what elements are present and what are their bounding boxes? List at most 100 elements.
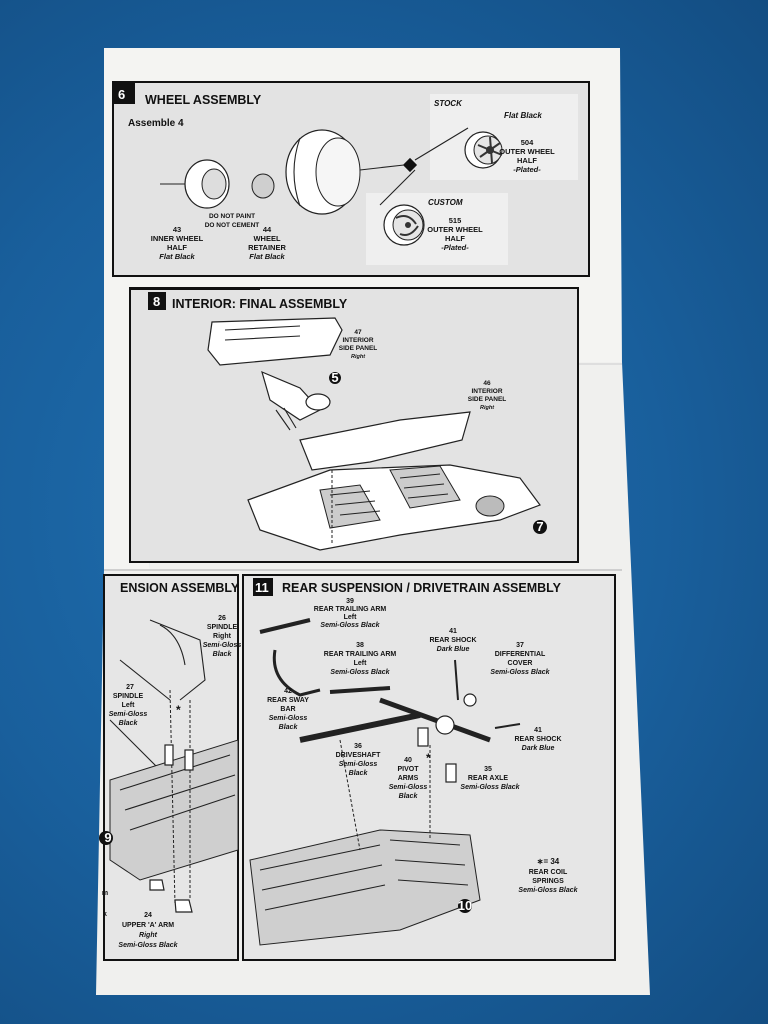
part-38-side: Left [354, 660, 368, 667]
part-40-finish2: Black [399, 793, 419, 800]
part-38-name: REAR TRAILING ARM [324, 651, 397, 658]
part-36-number: 36 [354, 743, 362, 750]
section-number: 6 [118, 87, 125, 102]
part-26-finish2: Black [213, 651, 233, 658]
part-27-finish1: Semi-Gloss [109, 711, 148, 718]
asterisk-marker: * [176, 703, 181, 717]
rear-axle-illustration [379, 697, 491, 743]
side-panel-47 [207, 317, 343, 366]
part-27-name: SPINDLE [113, 693, 144, 700]
chassis-illustration [249, 829, 481, 946]
part-41a-finish: Dark Blue [437, 646, 470, 653]
part-27-side: Left [122, 702, 136, 709]
part-515-half: HALF [445, 234, 465, 243]
retainer-illustration [251, 173, 275, 199]
part-39-name: REAR TRAILING ARM [314, 606, 387, 613]
custom-wheel-illustration [383, 204, 425, 246]
section-number: 11 [255, 580, 269, 595]
stock-wheel-illustration [464, 131, 503, 169]
stock-color: Flat Black [504, 111, 542, 120]
part-26-name: SPINDLE [207, 624, 238, 631]
springs-name: REAR COIL [529, 869, 568, 876]
stock-label: STOCK [434, 99, 463, 108]
asterisk-marker: * [426, 751, 431, 765]
part-39-side: Left [344, 614, 358, 621]
custom-label: CUSTOM [428, 198, 463, 207]
springs-finish: Semi-Gloss Black [518, 887, 578, 894]
part-47-panel: SIDE PANEL [339, 345, 378, 352]
part-47-number: 47 [354, 329, 362, 336]
interior-tub [247, 464, 541, 551]
springs-number: ∗= 34 [537, 857, 560, 866]
part-24-number: 24 [144, 912, 152, 919]
part-35-finish: Semi-Gloss Black [460, 784, 520, 791]
part-41a-name: REAR SHOCK [429, 637, 476, 644]
part-47-side: Right [351, 354, 366, 360]
part-504-number: 504 [521, 138, 534, 147]
part-26-side: Right [213, 633, 232, 640]
tire-illustration [285, 129, 361, 215]
part-515-name: OUTER WHEEL [427, 225, 483, 234]
part-46-panel: SIDE PANEL [468, 396, 507, 403]
part-40-number: 40 [404, 757, 412, 764]
section-6-wheel-assembly: 6 WHEEL ASSEMBLY Assemble 4 STOCK CUSTOM… [112, 81, 590, 277]
inner-wheel-illustration [160, 159, 230, 209]
part-41b-name: REAR SHOCK [514, 736, 561, 743]
section-front-suspension-partial: ENSION ASSEMBLY 9 * 26 SPINDLE Right Sem… [99, 574, 242, 961]
part-36-finish1: Semi-Gloss [339, 761, 378, 768]
driveshaft-illustration [299, 712, 421, 743]
part-26-finish1: Semi-Gloss [203, 642, 242, 649]
part-38-finish: Semi-Gloss Black [330, 669, 390, 676]
part-39-number: 39 [346, 598, 354, 605]
part-40-finish1: Semi-Gloss [389, 784, 428, 791]
part-504-name: OUTER WHEEL [499, 147, 555, 156]
part-37-number: 37 [516, 642, 524, 649]
section-title: INTERIOR: FINAL ASSEMBLY [172, 297, 348, 311]
part-47-name: INTERIOR [342, 337, 373, 344]
part-24-name: UPPER 'A' ARM [122, 922, 174, 929]
part-515-number: 515 [449, 216, 462, 225]
part-41a-number: 41 [449, 628, 457, 635]
ref-9: 9 [104, 830, 111, 845]
note-no-cement: DO NOT CEMENT [205, 222, 260, 229]
section-8-interior-final-assembly: 8 INTERIOR: FINAL ASSEMBLY 5 7 47 INTERI… [129, 287, 579, 563]
note-no-paint: DO NOT PAINT [209, 213, 255, 220]
part-40-arms: ARMS [398, 775, 419, 782]
part-41b-number: 41 [534, 727, 542, 734]
part-42-number: 42 [284, 688, 292, 695]
springs-springs: SPRINGS [532, 878, 564, 885]
ref-10: 10 [458, 898, 472, 913]
part-41b-finish: Dark Blue [522, 745, 555, 752]
part-504-finish: -Plated- [513, 165, 541, 174]
part-43-half: HALF [167, 243, 187, 252]
part-43-number: 43 [173, 225, 181, 234]
part-35-name: REAR AXLE [468, 775, 509, 782]
part-46-side: Right [480, 405, 495, 411]
fragment-k: k [103, 911, 107, 918]
part-46-number: 46 [483, 380, 491, 387]
part-36-name: DRIVESHAFT [336, 752, 381, 759]
section-number: 8 [153, 294, 160, 309]
part-44-finish: Flat Black [249, 252, 285, 261]
part-44-retainer: RETAINER [248, 243, 286, 252]
section-title: REAR SUSPENSION / DRIVETRAIN ASSEMBLY [282, 581, 562, 595]
steering-column-part [261, 370, 321, 421]
part-504-half: HALF [517, 156, 537, 165]
ref-7: 7 [536, 519, 543, 534]
part-42-finish1: Semi-Gloss [269, 715, 308, 722]
side-panel-46 [299, 411, 471, 471]
part-35-number: 35 [484, 766, 492, 773]
part-37-finish: Semi-Gloss Black [490, 669, 550, 676]
frame-illustration [109, 739, 239, 881]
fragment-m: m [102, 890, 108, 897]
part-43-finish: Flat Black [159, 252, 195, 261]
part-39-finish: Semi-Gloss Black [320, 622, 380, 629]
part-37-name: DIFFERENTIAL [495, 651, 546, 658]
ref-5: 5 [331, 370, 338, 385]
part-27-finish2: Black [119, 720, 139, 727]
part-42-bar: BAR [280, 706, 295, 713]
part-44-number: 44 [263, 225, 272, 234]
part-515-finish: -Plated- [441, 243, 469, 252]
section-subtitle: Assemble 4 [128, 118, 184, 129]
part-36-finish2: Black [349, 770, 369, 777]
